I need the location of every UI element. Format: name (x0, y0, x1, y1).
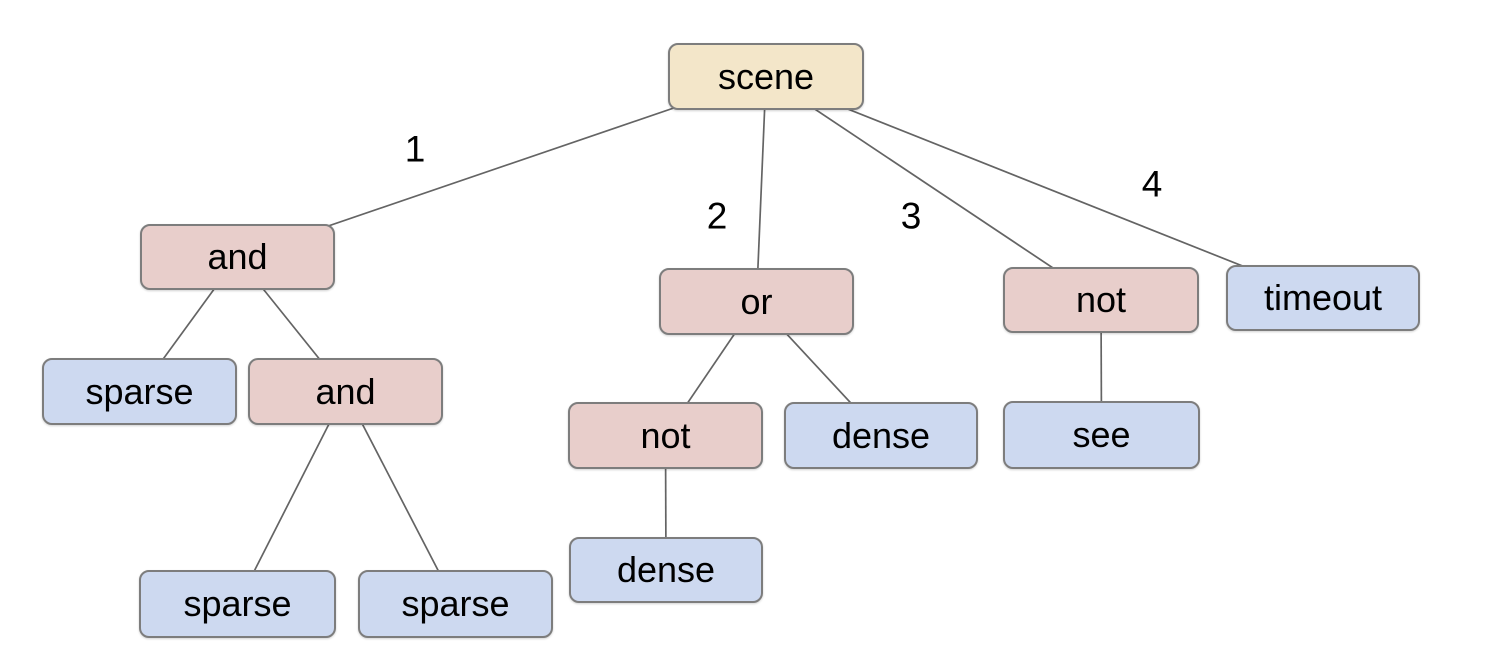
tree-node-dense1: dense (784, 402, 978, 469)
edge-line-and2-sparse2 (236, 391, 347, 605)
tree-node-and1: and (140, 224, 335, 290)
tree-node-and2: and (248, 358, 443, 425)
node-label: and (207, 236, 268, 277)
edge-label-3: 3 (900, 195, 922, 237)
node-label: not (1075, 279, 1127, 320)
tree-node-dense2: dense (569, 537, 763, 603)
edge-line-scene-not1 (765, 75, 1102, 301)
tree-node-timeout1: timeout (1226, 265, 1420, 331)
edge-label-4: 4 (1141, 163, 1163, 205)
tree-node-or1: or (659, 268, 854, 335)
tree-node-sparse2: sparse (139, 570, 336, 638)
tree-node-not1: not (1003, 267, 1199, 333)
node-label: not (640, 414, 691, 456)
tree-node-see1: see (1003, 401, 1200, 469)
node-label: and (315, 370, 376, 412)
node-label: sparse (401, 583, 510, 624)
node-label: or (740, 280, 773, 322)
tree-node-scene: scene (668, 43, 864, 110)
node-label: timeout (1263, 277, 1383, 318)
edge-label-1: 1 (404, 128, 426, 170)
tree-node-not2: not (568, 402, 763, 469)
edge-line-scene-or1 (755, 76, 767, 302)
edge-line-and2-sparse3 (344, 391, 457, 605)
node-label: sparse (85, 370, 194, 412)
edge-line-scene-timeout1 (765, 75, 1324, 299)
node-label: see (1072, 414, 1131, 455)
tree-node-sparse1: sparse (42, 358, 237, 425)
node-label: dense (831, 414, 931, 456)
node-label: scene (717, 55, 815, 97)
node-label: dense (616, 549, 716, 590)
edge-label-2: 2 (706, 195, 728, 237)
tree-node-sparse3: sparse (358, 570, 553, 638)
node-label: sparse (183, 583, 292, 624)
